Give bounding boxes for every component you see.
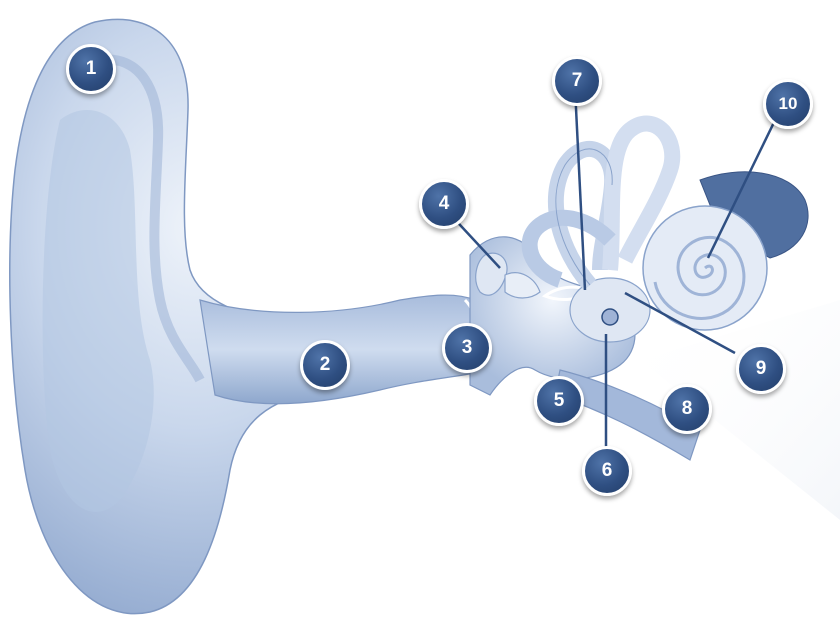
- round-window: [602, 309, 618, 325]
- label-badge-2: 2: [300, 340, 350, 390]
- label-badge-5: 5: [534, 376, 584, 426]
- label-badge-8: 8: [662, 384, 712, 434]
- label-badge-10: 10: [763, 79, 813, 129]
- label-badge-7: 7: [552, 56, 602, 106]
- label-badge-6: 6: [582, 446, 632, 496]
- label-badge-3: 3: [442, 323, 492, 373]
- label-badge-9: 9: [736, 344, 786, 394]
- label-badge-1: 1: [66, 44, 116, 94]
- label-badge-4: 4: [419, 179, 469, 229]
